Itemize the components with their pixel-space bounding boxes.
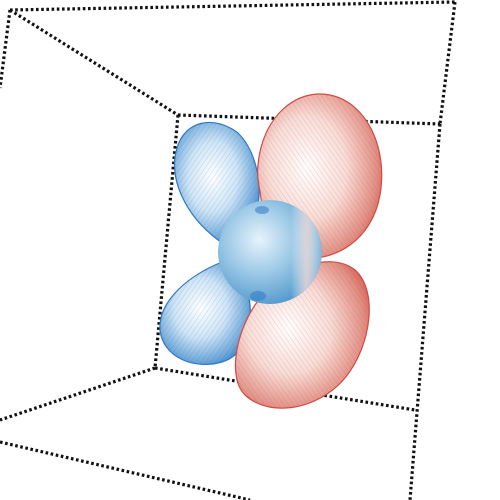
core-sphere — [218, 200, 322, 304]
box-edge-right-back — [438, 1, 457, 125]
box-edge-top-back — [9, 0, 456, 12]
box-edge-inner-left — [153, 114, 180, 369]
box-edge-left-back — [0, 9, 12, 89]
box-edge-diagonal-bottom — [0, 366, 156, 422]
box-edge-inner-right — [408, 123, 442, 500]
negative-lobes — [159, 121, 260, 366]
box-edge-front-bottom — [0, 440, 251, 500]
box-edge-diagonal-top — [9, 8, 179, 117]
